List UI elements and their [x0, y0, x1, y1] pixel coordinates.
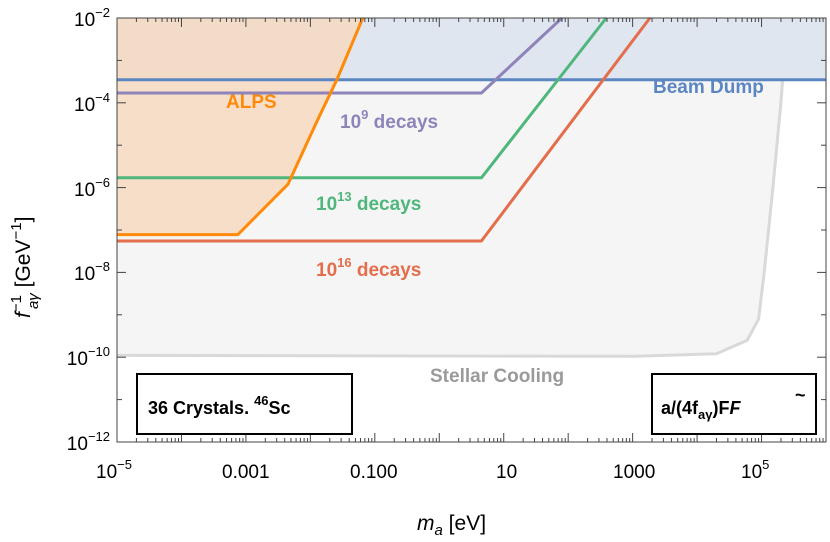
annotation-beam-dump: Beam Dump [653, 77, 764, 98]
series-line-2 [117, 17, 652, 243]
region-alps [117, 18, 363, 235]
x-tick-label: 105 [741, 457, 769, 483]
x-axis-label: ma [eV] [417, 512, 486, 539]
region-stellar-cooling-edge [116, 17, 789, 358]
plot-regions [116, 17, 826, 358]
y-axis-label: f−1aγ [GeV−1] [8, 217, 42, 318]
y-tick-label: 10−8 [74, 259, 110, 285]
annotation-1e16-decays: 1016 decays [316, 255, 421, 281]
x-tick-label: 0.100 [350, 462, 398, 483]
annotation-1e9-decays: 109 decays [340, 107, 438, 133]
axis-ticks [116, 17, 827, 443]
plot-series [117, 16, 826, 243]
y-tick-label: 10−4 [74, 90, 110, 116]
x-tick-label: 10 [496, 462, 517, 483]
tilde-mark: ~ [795, 385, 806, 405]
y-tick-label: 10−2 [74, 5, 110, 31]
label-box-crystals: 36 Crystals. 46Sc [136, 373, 353, 435]
label-box-coupling-text: a/(4faγ)FF [661, 398, 741, 422]
annotation-stellar-cooling: Stellar Cooling [430, 366, 564, 387]
y-tick-label: 10−12 [67, 429, 110, 455]
x-tick-label: 10−5 [96, 457, 132, 483]
series-line-0 [117, 16, 563, 95]
label-box-crystals-text: 36 Crystals. 46Sc [148, 393, 291, 418]
label-box-coupling: a/(4faγ)FF ~ [651, 373, 817, 435]
annotation-alps: ALPS [226, 92, 277, 113]
line-alps [117, 17, 365, 237]
y-tick-label: 10−6 [74, 175, 110, 201]
label-box-frame [136, 373, 353, 435]
y-tick-label: 10−10 [67, 344, 110, 370]
x-tick-label: 0.001 [222, 462, 270, 483]
annotation-1e13-decays: 1013 decays [316, 189, 421, 215]
x-tick-label: 1000 [613, 462, 655, 483]
series-line-1 [117, 17, 608, 180]
label-box-frame [651, 373, 817, 435]
y-tick-labels: 10−2 10−4 10−6 10−8 10−10 10−12 [67, 5, 110, 455]
x-tick-labels: 10−5 0.001 0.100 10 1000 105 [96, 457, 769, 483]
